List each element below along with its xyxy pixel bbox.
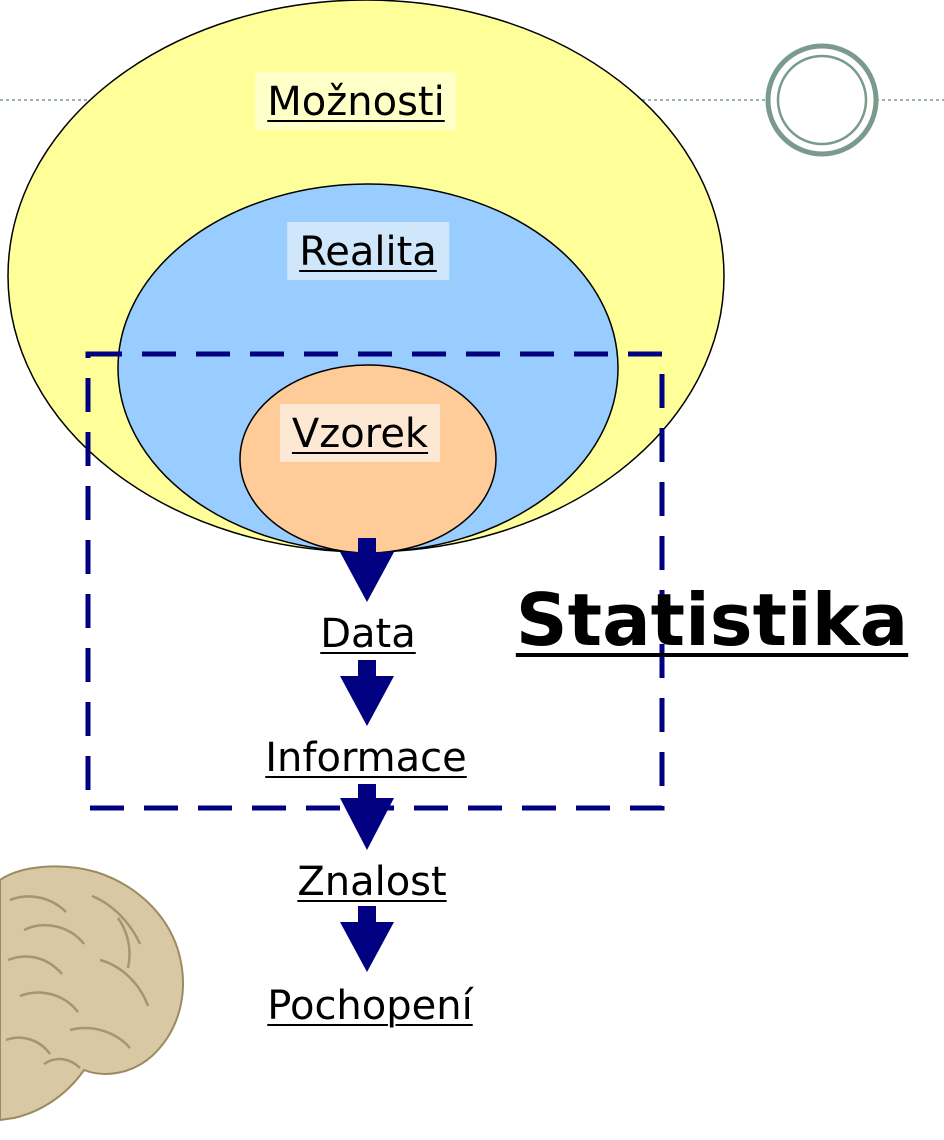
arrow-information-to-knowledge: [340, 784, 394, 850]
circle-ornament: [765, 43, 879, 157]
brain-illustration: [0, 865, 184, 1122]
possibilities-label: Možnosti: [255, 72, 457, 130]
data-label: Data: [320, 611, 416, 657]
knowledge-label: Znalost: [297, 859, 447, 905]
reality-label: Realita: [287, 222, 449, 280]
sample-label: Vzorek: [279, 404, 441, 462]
arrow-data-to-information: [340, 660, 394, 726]
understanding-label: Pochopení: [267, 983, 473, 1029]
information-label: Informace: [265, 735, 467, 781]
arrow-sample-to-data: [340, 538, 394, 602]
arrow-knowledge-to-understanding: [340, 906, 394, 972]
statistics-title: Statistika: [515, 578, 909, 662]
